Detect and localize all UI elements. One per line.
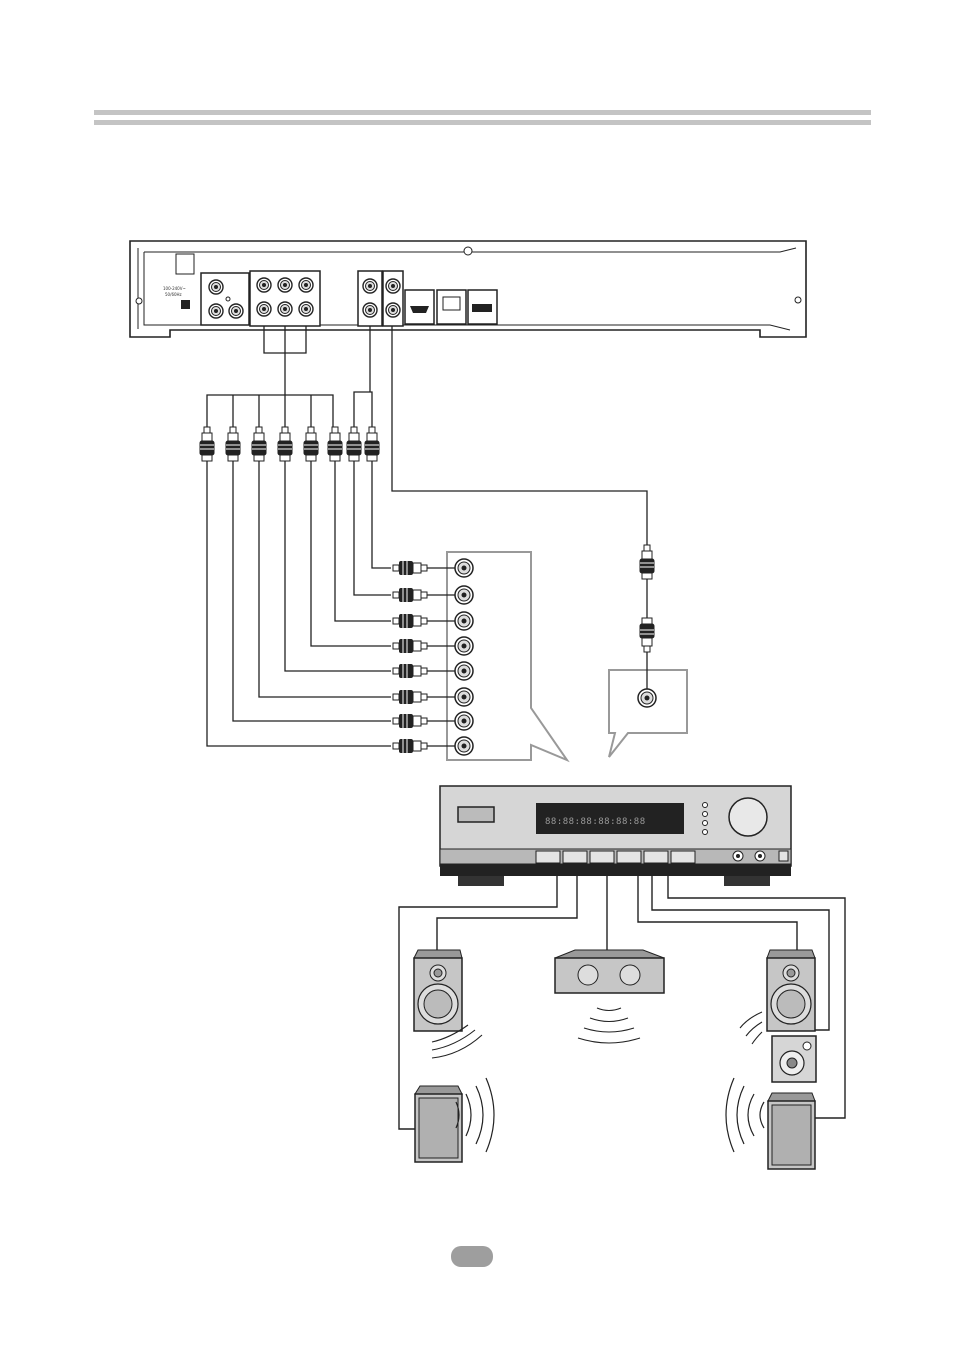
rca-jack [455, 688, 473, 706]
speaker-surround-left [415, 1086, 462, 1162]
rca-jack [209, 304, 223, 318]
rca-plug [393, 639, 427, 653]
rca-jack [455, 737, 473, 755]
coaxial-jack [638, 689, 656, 707]
rca-jack [209, 280, 223, 294]
subwoofer [772, 1036, 816, 1082]
rca-jack [455, 612, 473, 630]
rca-plug [304, 427, 318, 461]
av-receiver: 88:88:88:88:88:88 [440, 786, 791, 886]
rca-plug [365, 427, 379, 461]
rca-jack [257, 278, 271, 292]
wires-routing [207, 461, 391, 746]
rca-jack [455, 662, 473, 680]
receiver-display-text: 88:88:88:88:88:88 [545, 817, 646, 827]
rca-jack [299, 302, 313, 316]
rca-jack [386, 303, 400, 317]
rca-jack [363, 303, 377, 317]
rca-plug [393, 690, 427, 704]
sound-waves-icon [726, 1078, 764, 1152]
rca-plug [393, 614, 427, 628]
rca-plug [226, 427, 240, 461]
rca-jack [363, 279, 377, 293]
volume-knob [729, 798, 767, 836]
wires-player [207, 326, 647, 545]
rca-jack [229, 304, 243, 318]
speaker-front-right [767, 950, 815, 1031]
speaker-center [555, 950, 664, 993]
sound-waves-icon [740, 1012, 762, 1044]
sound-waves-icon [578, 1008, 640, 1043]
speaker-front-left [414, 950, 462, 1031]
power-label-line2: 50/60Hz [165, 292, 182, 297]
rca-plug [252, 427, 266, 461]
rca-plug-row [200, 427, 379, 461]
rca-plug [200, 427, 214, 461]
rca-plug [347, 427, 361, 461]
rca-jack [455, 559, 473, 577]
screw-icon [464, 247, 472, 255]
rca-plug [393, 739, 427, 753]
rca-jack [257, 302, 271, 316]
receiver-input-panel [393, 552, 567, 760]
power-inlet [181, 300, 190, 309]
speaker-surround-right [768, 1093, 815, 1169]
player-back-panel: 100-240V~ 50/60Hz [130, 241, 806, 337]
rca-plug [393, 588, 427, 602]
coaxial-cable [609, 545, 687, 757]
power-label-line1: 100-240V~ [163, 286, 186, 291]
rca-jack [299, 278, 313, 292]
rca-jack [455, 637, 473, 655]
rca-jack [455, 712, 473, 730]
rca-plug [393, 561, 427, 575]
rca-jack [278, 302, 292, 316]
rca-jack [386, 279, 400, 293]
screw-icon [136, 298, 142, 304]
rca-plug [640, 545, 654, 579]
rca-plug [393, 664, 427, 678]
screw-icon [795, 297, 801, 303]
rca-jack [278, 278, 292, 292]
rca-plug [393, 714, 427, 728]
rca-plug [640, 618, 654, 652]
rca-plug [328, 427, 342, 461]
page-number-badge [451, 1246, 493, 1267]
rca-jack [455, 586, 473, 604]
rca-plug [278, 427, 292, 461]
